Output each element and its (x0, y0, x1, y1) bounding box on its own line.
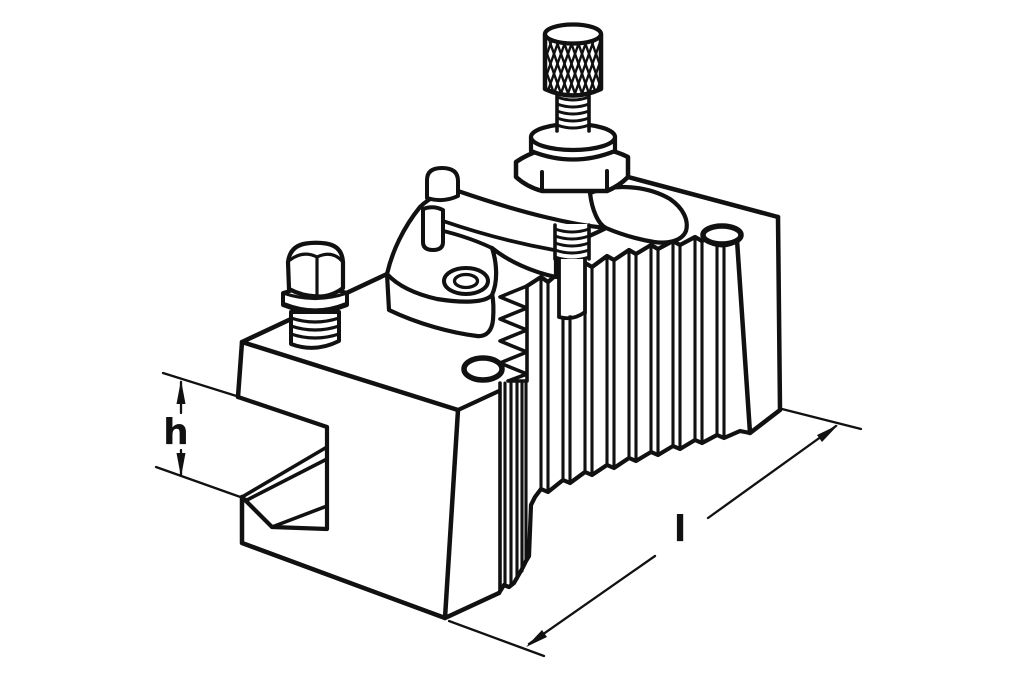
clamp-plate-lobe (587, 184, 689, 245)
dimension-h (154, 371, 248, 501)
dimension-l-extension-lines (447, 407, 863, 658)
tool-holder-body (235, 174, 783, 621)
clamping-stud (553, 223, 591, 321)
front-plug (461, 355, 505, 383)
hex-screw (281, 240, 349, 350)
threaded-shaft (555, 90, 591, 133)
plate-hole (442, 266, 490, 296)
dimension-h-arrowheads (176, 380, 186, 477)
dimension-l-line (527, 424, 838, 646)
dimension-h-extension-lines (154, 371, 248, 501)
thumbscrew-knurling (545, 40, 601, 94)
stop-pin (421, 166, 460, 252)
dimension-l (447, 407, 863, 658)
dimension-l-label: l (674, 509, 686, 550)
serration-teeth-profile (498, 284, 529, 383)
tool-slot (235, 394, 330, 532)
washer (528, 121, 618, 162)
knurled-thumbscrew (542, 22, 604, 98)
serrated-face (496, 231, 753, 596)
dimension-h-label: h (163, 412, 189, 453)
top-plug (700, 223, 744, 248)
